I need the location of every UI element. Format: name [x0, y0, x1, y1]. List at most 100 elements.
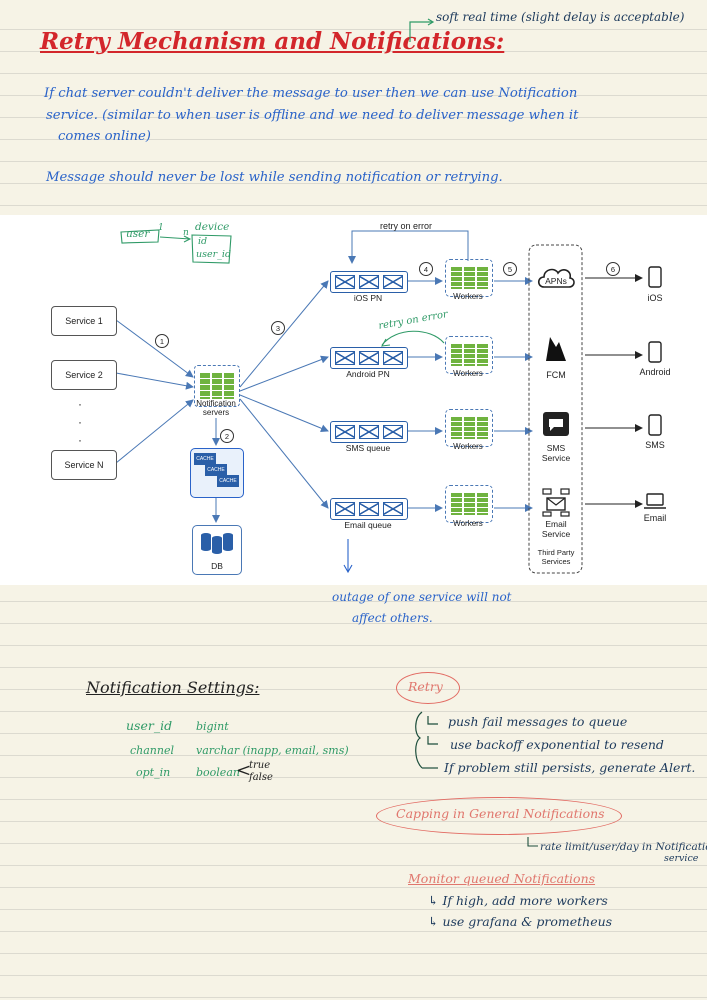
queue-ios	[330, 271, 408, 293]
retry-on-error-label: retry on error	[380, 221, 433, 231]
monitor-heading: Monitor queued Notifications	[408, 871, 596, 886]
envelope-icon	[383, 351, 403, 365]
intro-line-2: service. (similar to when user is offlin…	[46, 108, 579, 123]
server-icon	[200, 373, 210, 399]
annot-one: 1	[158, 223, 164, 233]
server-icon	[224, 373, 234, 399]
monitor-item-1-text: If high, add more workers	[442, 893, 608, 908]
android-device-label: Android	[639, 367, 671, 377]
queue-sms	[330, 421, 408, 443]
workers-sms-label: Workers	[453, 442, 483, 451]
monitor-arrow-icon: ↳	[428, 914, 443, 929]
workers-email-label: Workers	[453, 519, 483, 528]
queue-android	[330, 347, 408, 369]
queue-android-label: Android PN	[346, 369, 390, 379]
workers-sms	[445, 409, 493, 447]
envelope-icon	[359, 502, 379, 516]
sms-device-label: SMS	[645, 440, 665, 450]
soft-real-time-note: soft real time (slight delay is acceptab…	[436, 10, 685, 24]
envelope-icon	[359, 425, 379, 439]
server-icon	[212, 373, 222, 399]
server-icon	[450, 493, 462, 515]
settings-type-opt-in: boolean	[196, 766, 240, 779]
step-5: 5	[503, 262, 517, 276]
step-3: 3	[271, 321, 285, 335]
queue-email	[330, 498, 408, 520]
envelope-icon	[335, 502, 355, 516]
notification-servers-label: Notification servers	[196, 399, 236, 417]
cache-icon: CACHE	[205, 464, 227, 476]
envelope-icon	[359, 351, 379, 365]
step-2: 2	[220, 429, 234, 443]
settings-field-opt-in: opt_in	[136, 766, 171, 779]
ios-device-label: iOS	[647, 293, 663, 303]
cache-icon: CACHE	[217, 475, 239, 487]
queue-sms-label: SMS queue	[345, 443, 391, 453]
side-note-arrow	[409, 18, 435, 42]
envelope-icon	[335, 425, 355, 439]
annot-device: device	[195, 221, 230, 233]
workers-android	[445, 336, 493, 374]
envelope-icon	[383, 425, 403, 439]
settings-type-channel: varchar (inapp, email, sms)	[196, 744, 349, 757]
retry-item-3: If problem still persists, generate Aler…	[444, 760, 696, 775]
server-icon	[463, 344, 475, 366]
database-icon	[201, 533, 233, 554]
server-icon	[476, 344, 488, 366]
third-party-label: Third Party Services	[537, 548, 575, 566]
laptop-icon	[644, 493, 666, 509]
server-icon	[450, 267, 462, 289]
db-box: DB	[192, 525, 242, 575]
monitor-item-1: ↳ If high, add more workers	[428, 893, 608, 908]
capping-arrow	[527, 837, 538, 847]
cache-icon: CACHE	[194, 453, 216, 465]
capping-heading: Capping in General Notifications	[396, 806, 605, 821]
envelope-icon	[335, 351, 355, 365]
intro-line-3: comes online)	[58, 129, 151, 144]
bool-false: false	[249, 772, 273, 783]
workers-ios	[445, 259, 493, 297]
queue-ios-label: iOS PN	[353, 293, 383, 303]
retry-item-1: push fail messages to queue	[448, 714, 628, 729]
capping-note-line-1: rate limit/user/day in Notification	[540, 841, 707, 853]
step-4: 4	[419, 262, 433, 276]
annot-n: n	[183, 228, 189, 238]
server-icon	[463, 267, 475, 289]
capping-oval	[376, 797, 622, 835]
workers-ios-label: Workers	[453, 292, 483, 301]
architecture-diagram: user 1 n device id user_id Service 1 Ser…	[0, 215, 707, 585]
monitor-item-2: ↳ use grafana & prometheus	[428, 914, 612, 929]
envelope-icon	[383, 502, 403, 516]
server-icon	[463, 493, 475, 515]
capping-note-line-2: service	[664, 853, 699, 864]
cache-box: CACHE CACHE CACHE	[190, 448, 244, 498]
settings-field-channel: channel	[130, 744, 174, 757]
bool-true: true	[249, 760, 271, 771]
android-phone-icon	[648, 341, 662, 363]
service-n: Service N	[51, 450, 117, 480]
service-2: Service 2	[51, 360, 117, 390]
db-label: DB	[211, 561, 223, 571]
service-1: Service 1	[51, 306, 117, 336]
server-icon	[450, 417, 462, 439]
notification-servers-box	[194, 365, 240, 407]
server-icon	[450, 344, 462, 366]
monitor-arrow-icon: ↳	[428, 893, 443, 908]
outage-note-line-1: outage of one service will not	[332, 590, 512, 604]
settings-field-user-id: user_id	[126, 718, 173, 733]
sms-service-icon	[543, 412, 569, 436]
bool-brace: <	[236, 760, 252, 781]
fcm-label: FCM	[546, 370, 566, 380]
retry-oval	[396, 672, 460, 704]
intro-line-4: Message should never be lost while sendi…	[46, 170, 503, 185]
step-1: 1	[155, 334, 169, 348]
annot-user: user	[126, 228, 150, 240]
envelope-icon	[335, 275, 355, 289]
email-device-label: Email	[643, 513, 667, 523]
monitor-item-2-text: use grafana & prometheus	[442, 914, 613, 929]
email-service-label: Email Service	[541, 519, 571, 539]
server-icon	[476, 267, 488, 289]
annot-id: id	[198, 236, 208, 247]
settings-heading: Notification Settings:	[86, 678, 260, 697]
server-icon	[476, 417, 488, 439]
